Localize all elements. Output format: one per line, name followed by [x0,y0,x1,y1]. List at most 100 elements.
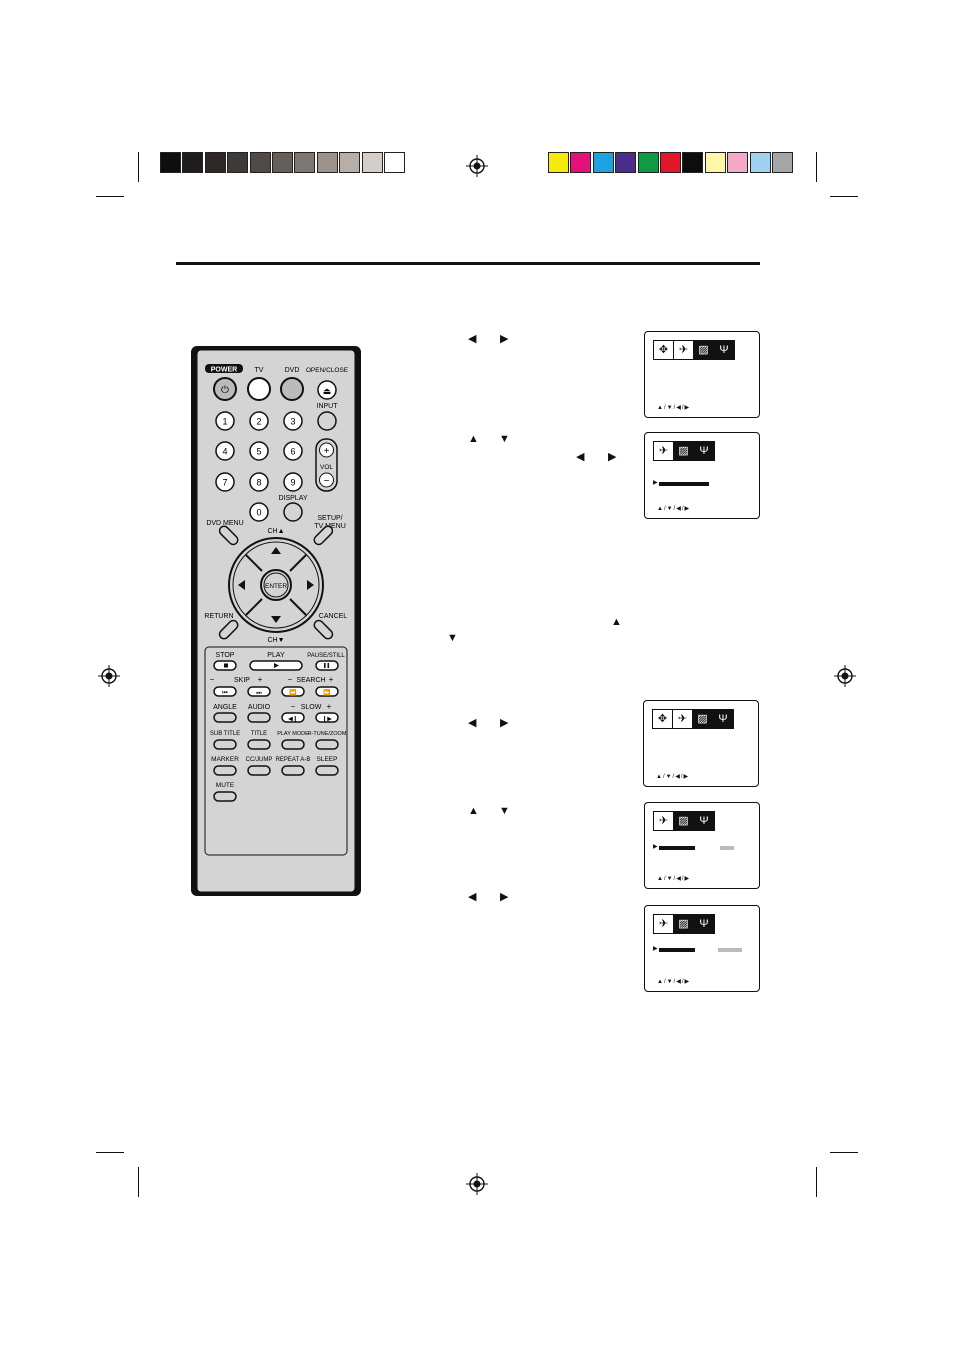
angle-label: ANGLE [213,704,237,711]
digit-label: 7 [222,478,227,488]
down-arrow-icon: ▼ [499,433,510,445]
skip-plus-label: + [258,675,263,684]
digit-button-1[interactable] [215,411,235,431]
play-label: PLAY [267,652,285,659]
pause-button[interactable] [315,660,339,671]
registration-mark-icon [466,1173,488,1195]
plane-icon: ✈ [672,709,694,729]
digit-button-9[interactable] [283,472,303,492]
playmode-label: PLAY MODE [277,731,309,737]
return-label: RETURN [204,613,233,620]
digit-label: 0 [256,508,261,518]
osd-nav-hint: ▲/▼/◀/▶ [657,979,691,985]
crop-mark [96,1152,124,1153]
dvd-menu-label: DVD MENU [206,520,243,527]
osd-screen: ✈ ▨ Ψ ▶ ▲/▼/◀/▶ [644,432,760,519]
osd-nav-hint: ▲/▼/◀/▶ [657,506,691,512]
audio-label: AUDIO [248,704,271,711]
angle-button[interactable] [213,712,237,723]
color-swatch [749,152,771,173]
repeat-button[interactable] [281,765,305,776]
pattern-icon: ▨ [694,341,714,359]
rtune-button[interactable] [315,739,339,750]
dpad-right-icon [307,580,314,590]
slow-forward-icon: ❙▶ [322,716,332,723]
gray-swatch [249,152,271,173]
title-label: TITLE [251,731,267,737]
color-swatch [704,152,726,173]
skip-label: SKIP [234,677,250,684]
osd-nav-hint: ▲/▼/◀/▶ [656,774,690,780]
search-minus-label: − [288,675,293,684]
right-arrow-icon: ▶ [500,891,509,903]
gray-swatch [182,152,204,173]
fast-forward-button[interactable] [315,686,339,697]
slow-label: SLOW [301,704,322,711]
tools-icon: Ψ [694,915,714,933]
digit-label: 1 [222,417,227,427]
skip-forward-icon: ⏭ [256,691,262,697]
ccjump-button[interactable] [247,765,271,776]
digit-button-6[interactable] [283,441,303,461]
digit-button-0[interactable] [249,502,269,522]
playmode-button[interactable] [281,739,305,750]
registration-mark-icon [834,665,856,687]
tools-icon: Ψ [694,442,714,460]
digit-label: 9 [290,478,295,488]
skip-forward-button[interactable] [247,686,271,697]
slow-minus-label: − [291,702,296,711]
sleep-button[interactable] [315,765,339,776]
gray-swatch [227,152,249,173]
crop-mark [816,152,817,182]
left-arrow-icon: ◀ [468,333,477,345]
input-button[interactable] [317,411,337,431]
dvd-button[interactable] [280,377,304,401]
digit-button-4[interactable] [215,441,235,461]
digit-button-5[interactable] [249,441,269,461]
marker-button[interactable] [213,765,237,776]
display-button[interactable] [283,502,303,522]
digit-button-7[interactable] [215,472,235,492]
pattern-icon: ▨ [674,812,694,830]
ccjump-label: CC/JUMP [246,757,273,763]
gray-swatch [294,152,316,173]
cancel-button[interactable] [312,619,334,641]
dvd-menu-button[interactable] [218,524,240,546]
gray-swatch [339,152,361,173]
digit-button-8[interactable] [249,472,269,492]
digit-button-2[interactable] [249,411,269,431]
sleep-label: SLEEP [317,756,338,763]
slow-forward-button[interactable] [315,712,339,723]
crop-mark [138,152,139,182]
audio-button[interactable] [247,712,271,723]
crop-mark [816,1167,817,1197]
rewind-button[interactable] [281,686,305,697]
osd-nav-hint: ▲/▼/◀/▶ [657,405,691,411]
marker-label: MARKER [211,756,239,763]
power-button[interactable] [213,377,237,401]
title-button[interactable] [247,739,271,750]
color-swatch [637,152,659,173]
enter-button[interactable] [260,569,292,601]
tv-button[interactable] [247,377,271,401]
setup-button[interactable] [312,524,334,546]
digit-button-3[interactable] [283,411,303,431]
gray-swatch [204,152,226,173]
skip-back-button[interactable] [213,686,237,697]
plane-icon: ✈ [653,441,675,461]
color-swatch [592,152,614,173]
up-arrow-icon: ▲ [611,616,622,628]
subtitle-button[interactable] [213,739,237,750]
ch-up-label: CH▲ [267,528,284,535]
slow-back-button[interactable] [281,712,305,723]
eject-button[interactable] [317,380,337,400]
skip-minus-label: − [210,675,215,684]
osd-screen: ✈ ▨ Ψ ▶ ▲/▼/◀/▶ [644,802,760,889]
play-icon [274,663,279,668]
up-arrow-icon: ▲ [468,433,479,445]
color-swatch [660,152,681,173]
dpad-up-icon [271,547,281,554]
mute-button[interactable] [213,791,237,802]
vol-down-label: − [324,476,330,487]
return-button[interactable] [218,619,240,641]
